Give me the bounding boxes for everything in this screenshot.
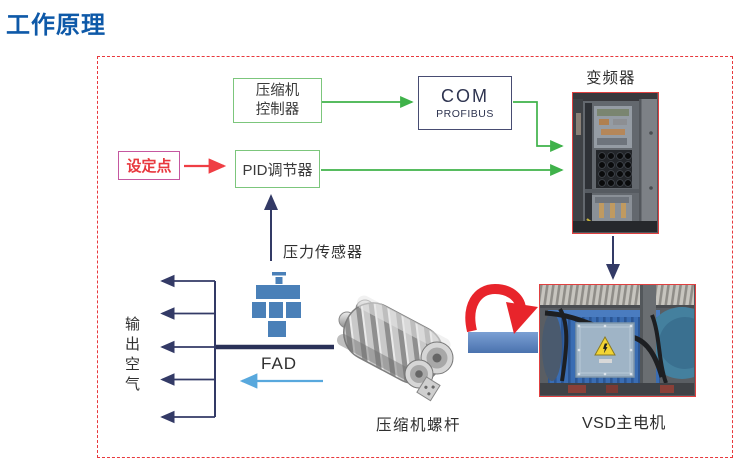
setpoint-box: 设定点 bbox=[118, 151, 180, 180]
diagram-dashed-frame bbox=[97, 56, 733, 458]
pid-regulator-box: PID调节器 bbox=[235, 150, 320, 188]
compressor-controller-box: 压缩机 控制器 bbox=[233, 78, 322, 123]
com-profibus-box: COM PROFIBUS bbox=[418, 76, 512, 130]
compressor-screw-label: 压缩机螺杆 bbox=[376, 417, 462, 434]
compressor-controller-line1: 压缩机 bbox=[255, 82, 300, 99]
compressor-controller-line2: 控制器 bbox=[255, 101, 300, 118]
com-label: COM bbox=[441, 86, 489, 106]
fad-label: FAD bbox=[261, 354, 298, 373]
compressor-screw-illustration bbox=[336, 295, 454, 402]
page-title: 工作原理 bbox=[6, 12, 106, 39]
coupling-shaft bbox=[468, 332, 538, 353]
vsd-motor-label: VSD主电机 bbox=[582, 415, 666, 432]
compressor-screw-photo bbox=[333, 292, 469, 410]
pid-regulator-label: PID调节器 bbox=[242, 161, 313, 179]
setpoint-label: 设定点 bbox=[126, 158, 172, 175]
profibus-label: PROFIBUS bbox=[436, 108, 494, 120]
vsd-motor-photo bbox=[539, 284, 696, 397]
pressure-sensor-label: 压力传感器 bbox=[283, 244, 364, 261]
vfd-cabinet-photo bbox=[572, 92, 659, 234]
vfd-cabinet-illustration bbox=[573, 93, 657, 232]
vsd-motor-illustration bbox=[540, 285, 694, 395]
vfd-label: 变频器 bbox=[586, 70, 636, 87]
output-air-label: 输出空气 bbox=[123, 316, 140, 396]
